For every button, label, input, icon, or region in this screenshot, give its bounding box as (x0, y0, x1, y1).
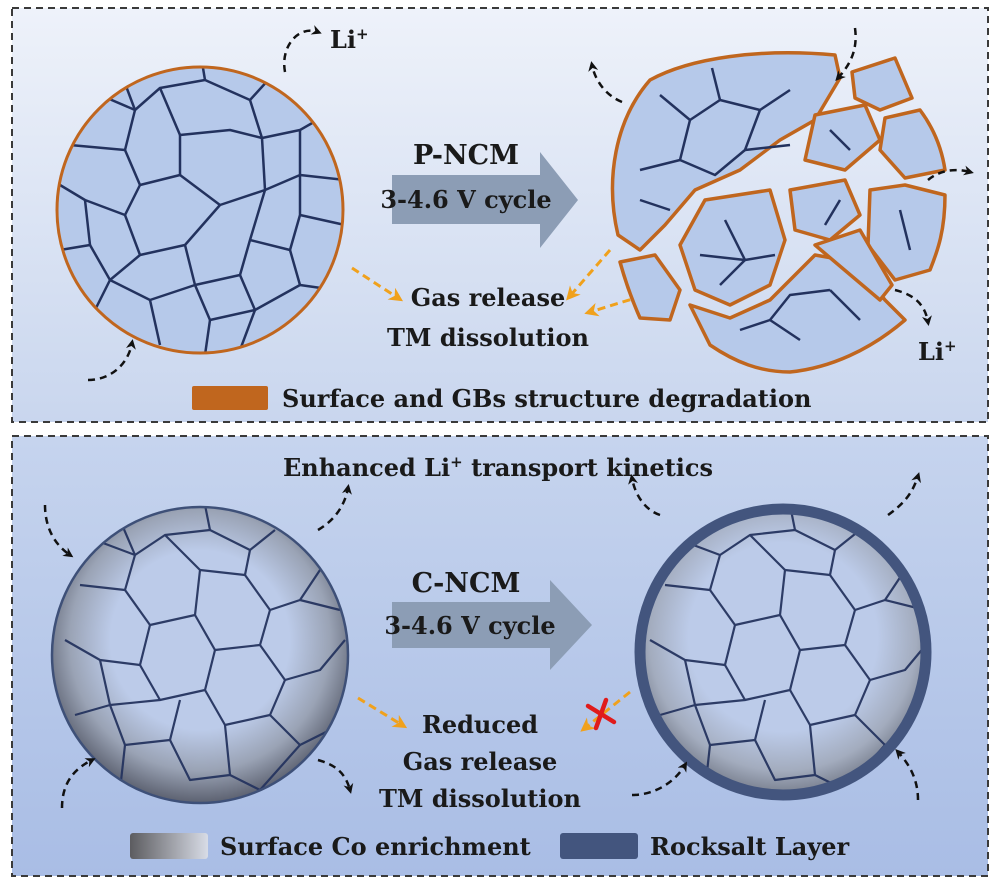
pristine-particle (55, 65, 345, 355)
li-out-arrow-c1 (317, 484, 352, 532)
li-in-arrow-d2 (895, 749, 920, 801)
bottom-heading: Enhanced Li+ transport kinetics (283, 453, 713, 482)
legend-co-label: Surface Co enrichment (220, 832, 531, 861)
label-li-top: Li+ (330, 25, 369, 54)
c-ncm-arrow (392, 580, 592, 670)
legend-degradation-swatch (192, 386, 268, 410)
rocksalt-particle (634, 503, 932, 801)
li-out-arrow-d1 (628, 474, 661, 517)
li-in-arrow-a (87, 339, 136, 382)
legend-rocksalt-label: Rocksalt Layer (650, 832, 849, 861)
c-ncm-particle (50, 505, 350, 805)
top-center-line1: Gas release (411, 283, 566, 312)
legend-rocksalt-swatch (560, 833, 638, 859)
bottom-center-line1: Reduced (422, 710, 538, 739)
c-ncm-title: C-NCM (412, 568, 521, 599)
p-ncm-arrow (392, 152, 578, 248)
top-center-line2: TM dissolution (387, 323, 589, 352)
li-out-arrow-c2 (317, 758, 354, 794)
legend-degradation-label: Surface and GBs structure degradation (282, 384, 811, 413)
li-out-arrow-d2 (887, 472, 921, 517)
bottom-center-line2: Gas release (403, 747, 558, 776)
orange-arrow-c (357, 696, 408, 729)
li-in-arrow-d1 (631, 761, 688, 797)
li-in-arrow-c2 (60, 758, 96, 809)
orange-arrow-a (351, 266, 404, 302)
label-li-bottom: Li+ (918, 337, 957, 366)
li-out-arrow-b2 (927, 165, 974, 181)
orange-arrow-b2 (584, 290, 656, 317)
li-in-arrow-b (835, 27, 857, 81)
blocked-x-mark (585, 697, 617, 731)
orange-arrow-d (580, 690, 631, 732)
p-ncm-title: P-NCM (413, 140, 519, 171)
cracked-particle (610, 51, 947, 374)
li-in-arrow-c1 (43, 504, 74, 558)
p-ncm-subtitle: 3-4.6 V cycle (380, 185, 551, 214)
li-out-arrow-b1 (588, 61, 623, 104)
bottom-center-line3: TM dissolution (379, 784, 581, 813)
li-out-arrow-b3 (894, 288, 932, 326)
orange-arrow-b1 (566, 249, 612, 301)
legend-co-swatch (130, 833, 208, 859)
c-ncm-subtitle: 3-4.6 V cycle (384, 611, 555, 640)
